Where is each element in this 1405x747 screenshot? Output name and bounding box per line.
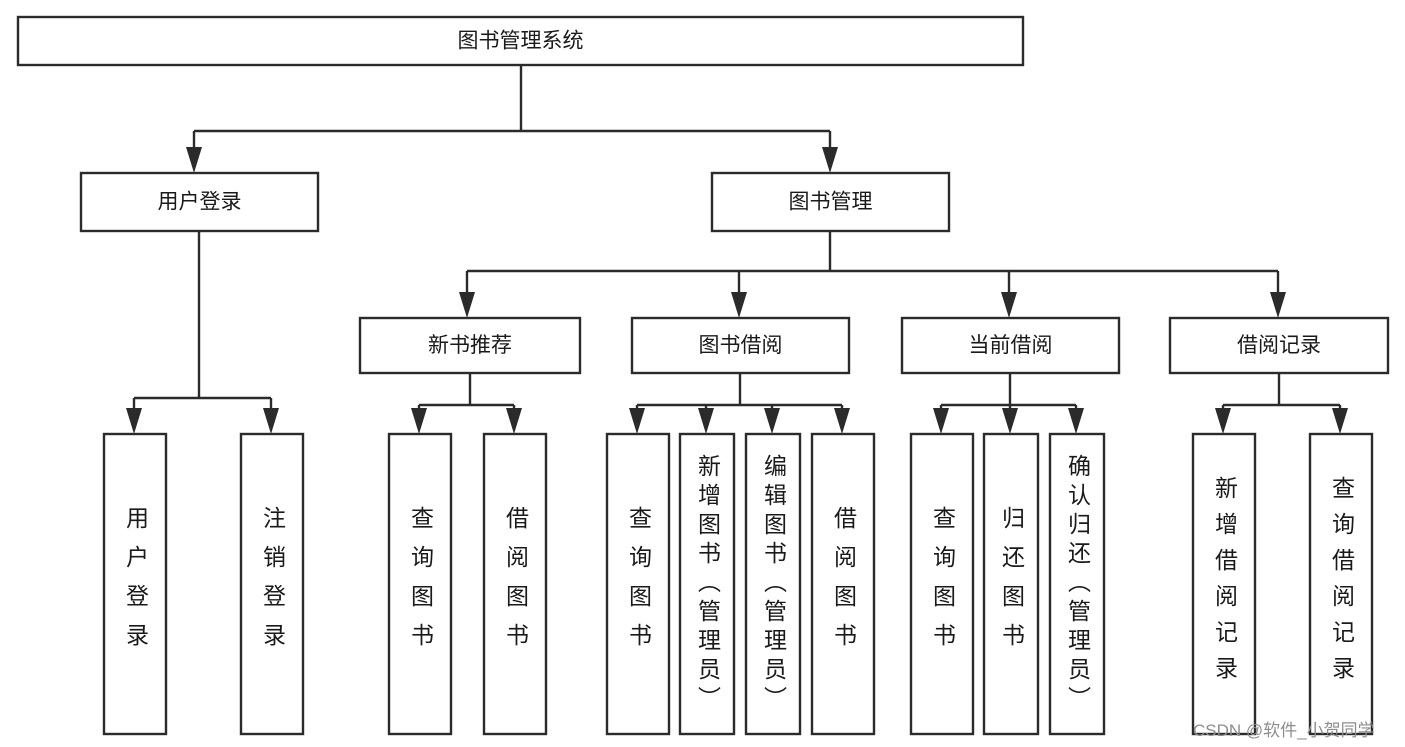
node-box-user-login[interactable] — [79, 171, 320, 233]
node-box-book-manage[interactable] — [710, 171, 951, 233]
node-label-borrow-record: 借阅记录 — [1237, 334, 1321, 357]
conn-root-bus — [186, 65, 838, 173]
node-label-book-borrow: 图书借阅 — [699, 334, 783, 357]
conn-recommend-bus — [411, 373, 522, 434]
arrow-head-icon — [1068, 408, 1084, 434]
node-box-leaf-query-book-borrow[interactable] — [605, 432, 671, 736]
node-box-new-book-recommend[interactable] — [358, 316, 582, 375]
node-box-borrow-record[interactable] — [1168, 316, 1390, 375]
arrow-head-icon — [411, 408, 427, 434]
arrow-head-icon — [186, 147, 202, 173]
node-label-root: 图书管理系统 — [458, 30, 584, 53]
node-label-user-login: 用户登录 — [158, 191, 242, 214]
node-label-new-book-recommend: 新书推荐 — [428, 334, 512, 357]
arrow-head-icon — [1270, 292, 1286, 318]
arrow-head-icon — [1002, 408, 1018, 434]
conn-book-manage-bus — [459, 231, 1286, 318]
arrow-head-icon — [822, 147, 838, 173]
boxes-layer — [16, 15, 1390, 736]
arrow-head-icon — [1332, 408, 1348, 434]
node-box-leaf-confirm-return-admin[interactable] — [1048, 432, 1106, 736]
arrow-head-icon — [731, 292, 747, 318]
node-box-leaf-query-book-current[interactable] — [909, 432, 975, 736]
node-label-book-manage: 图书管理 — [789, 191, 873, 214]
connectors-layer — [126, 65, 1348, 434]
arrow-head-icon — [629, 408, 645, 434]
node-box-leaf-return-book[interactable] — [982, 432, 1040, 736]
arrow-head-icon — [933, 408, 949, 434]
conn-borrow-bus — [629, 373, 850, 434]
node-box-leaf-query-book-recommend[interactable] — [387, 432, 453, 736]
node-box-leaf-query-borrow-record[interactable] — [1308, 432, 1374, 736]
arrow-head-icon — [1001, 292, 1017, 318]
node-box-current-borrow[interactable] — [900, 316, 1121, 375]
node-box-leaf-add-borrow-record[interactable] — [1191, 432, 1257, 736]
csdn-watermark: CSDN @软件_小贺同学 — [1193, 721, 1375, 740]
node-box-leaf-logout[interactable] — [239, 432, 305, 736]
node-box-leaf-borrow-book-recommend[interactable] — [482, 432, 548, 736]
node-box-leaf-user-login[interactable] — [102, 432, 168, 736]
arrow-head-icon — [263, 408, 279, 434]
arrow-head-icon — [459, 292, 475, 318]
arrow-head-icon — [834, 408, 850, 434]
arrow-head-icon — [1215, 408, 1231, 434]
arrow-head-icon — [506, 408, 522, 434]
arrow-head-icon — [764, 408, 780, 434]
node-box-leaf-edit-book-admin[interactable] — [744, 432, 802, 736]
arrow-head-icon — [698, 408, 714, 434]
node-box-leaf-borrow-book[interactable] — [810, 432, 876, 736]
conn-user-login-bus — [126, 231, 279, 434]
conn-record-bus — [1215, 373, 1348, 434]
node-label-current-borrow: 当前借阅 — [969, 334, 1053, 357]
arrow-head-icon — [126, 408, 142, 434]
node-box-root[interactable] — [16, 15, 1025, 67]
node-box-leaf-add-book-admin[interactable] — [678, 432, 736, 736]
node-box-book-borrow[interactable] — [630, 316, 851, 375]
conn-current-bus — [933, 373, 1084, 434]
